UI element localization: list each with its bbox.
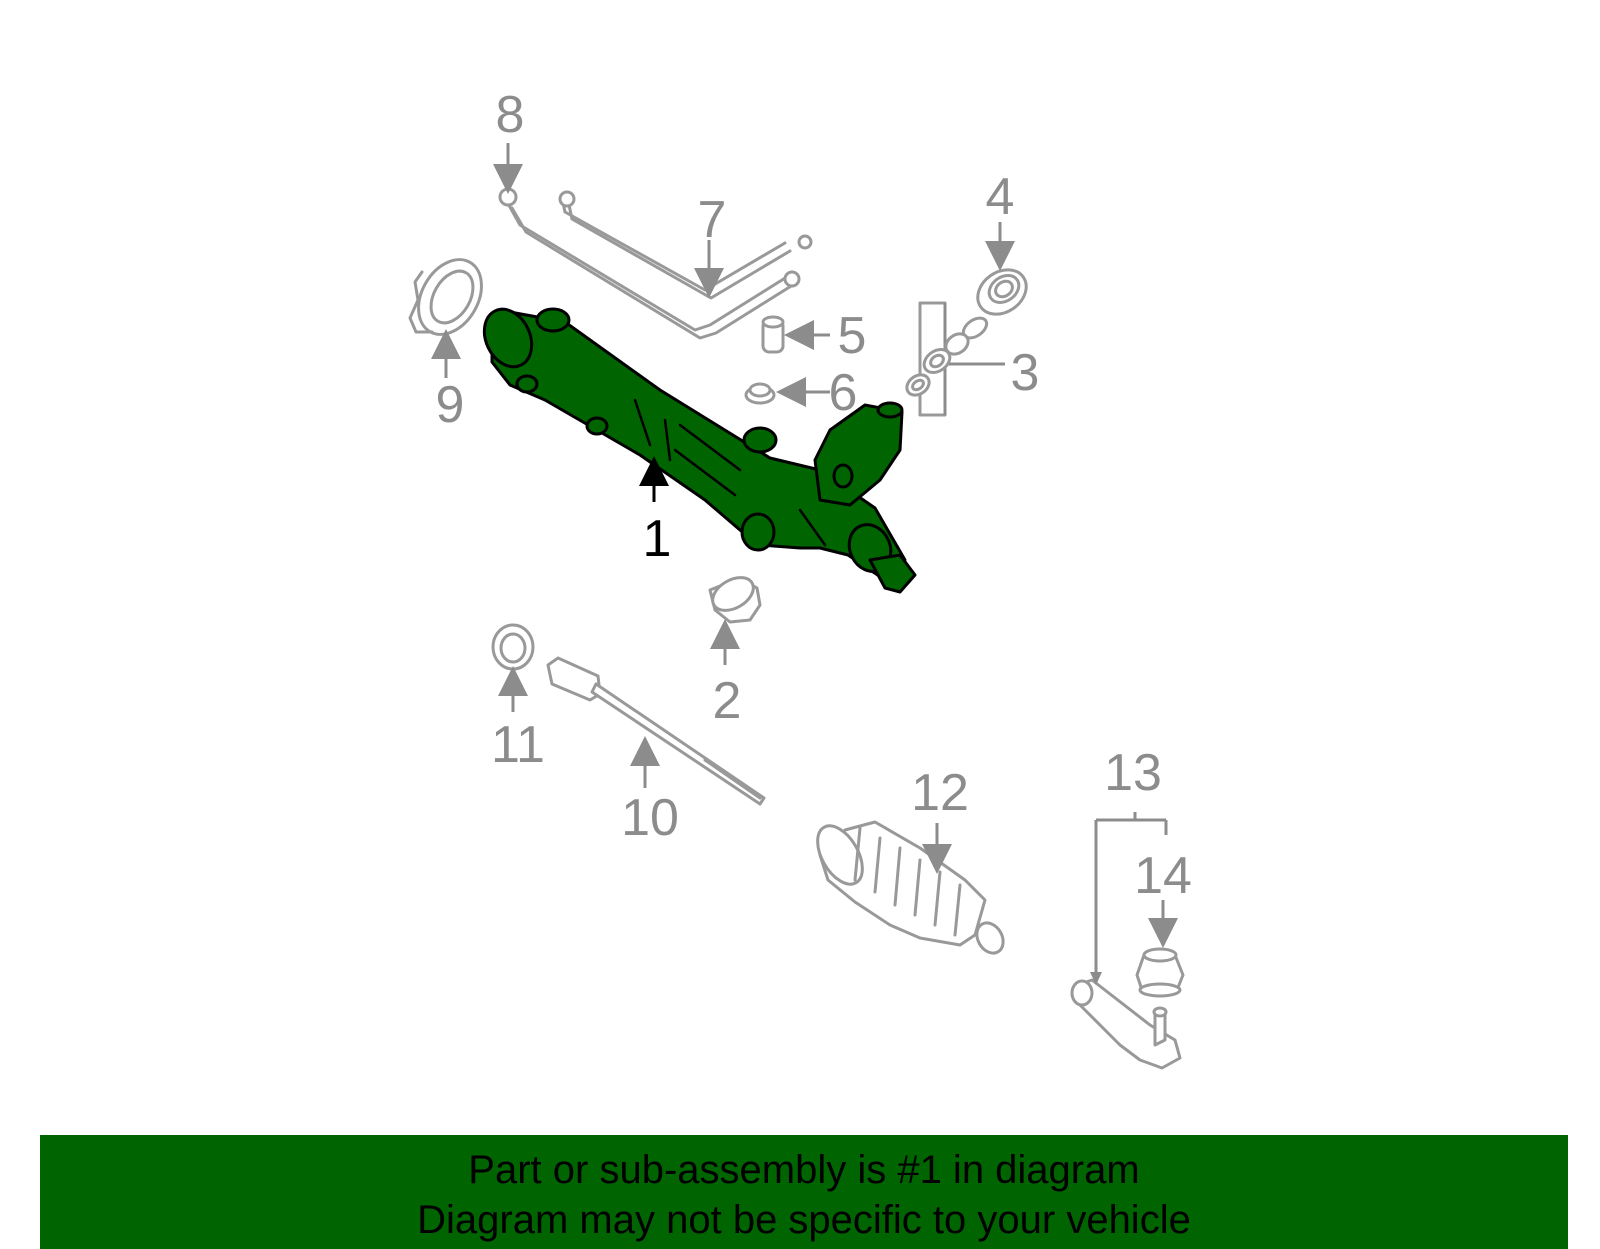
- callout-7[interactable]: 7: [698, 191, 727, 249]
- callout-4[interactable]: 4: [986, 168, 1015, 226]
- part-13-tie-rod-end[interactable]: [1070, 978, 1182, 1070]
- part-5-bushing[interactable]: [761, 315, 785, 354]
- part-9-mount-bracket[interactable]: [406, 248, 494, 345]
- callout-14[interactable]: 14: [1134, 847, 1192, 905]
- callout-6[interactable]: 6: [829, 364, 858, 422]
- leader-lines: [431, 143, 1178, 985]
- banner-line-1: Part or sub-assembly is #1 in diagram: [468, 1148, 1140, 1192]
- callout-3[interactable]: 3: [1011, 344, 1040, 402]
- part-10-inner-tie-rod[interactable]: [546, 656, 766, 806]
- part-1-steering-rack[interactable]: [475, 302, 917, 594]
- part-14-nut[interactable]: [1135, 947, 1185, 998]
- part-6-grommet[interactable]: [744, 382, 776, 405]
- callout-1[interactable]: 1: [643, 510, 672, 568]
- part-12-boot[interactable]: [808, 818, 1008, 958]
- callout-9[interactable]: 9: [436, 376, 465, 434]
- callout-11[interactable]: 11: [491, 716, 545, 774]
- part-2-cap[interactable]: [707, 571, 762, 624]
- callout-12[interactable]: 12: [911, 764, 969, 822]
- info-banner: Part or sub-assembly is #1 in diagram Di…: [40, 1135, 1568, 1249]
- banner-line-2: Diagram may not be specific to your vehi…: [417, 1198, 1191, 1242]
- callout-labels: 1 2 3 4 5 6 7 8 9 10 11 12 13 14: [436, 86, 1192, 905]
- part-3-seal-kit[interactable]: [903, 301, 1005, 417]
- callout-8[interactable]: 8: [496, 86, 525, 144]
- part-11-ring[interactable]: [491, 623, 535, 671]
- callout-13[interactable]: 13: [1104, 744, 1162, 802]
- callout-5[interactable]: 5: [838, 307, 867, 365]
- callout-2[interactable]: 2: [713, 672, 742, 730]
- callout-10[interactable]: 10: [621, 789, 679, 847]
- part-4-seal[interactable]: [969, 261, 1035, 324]
